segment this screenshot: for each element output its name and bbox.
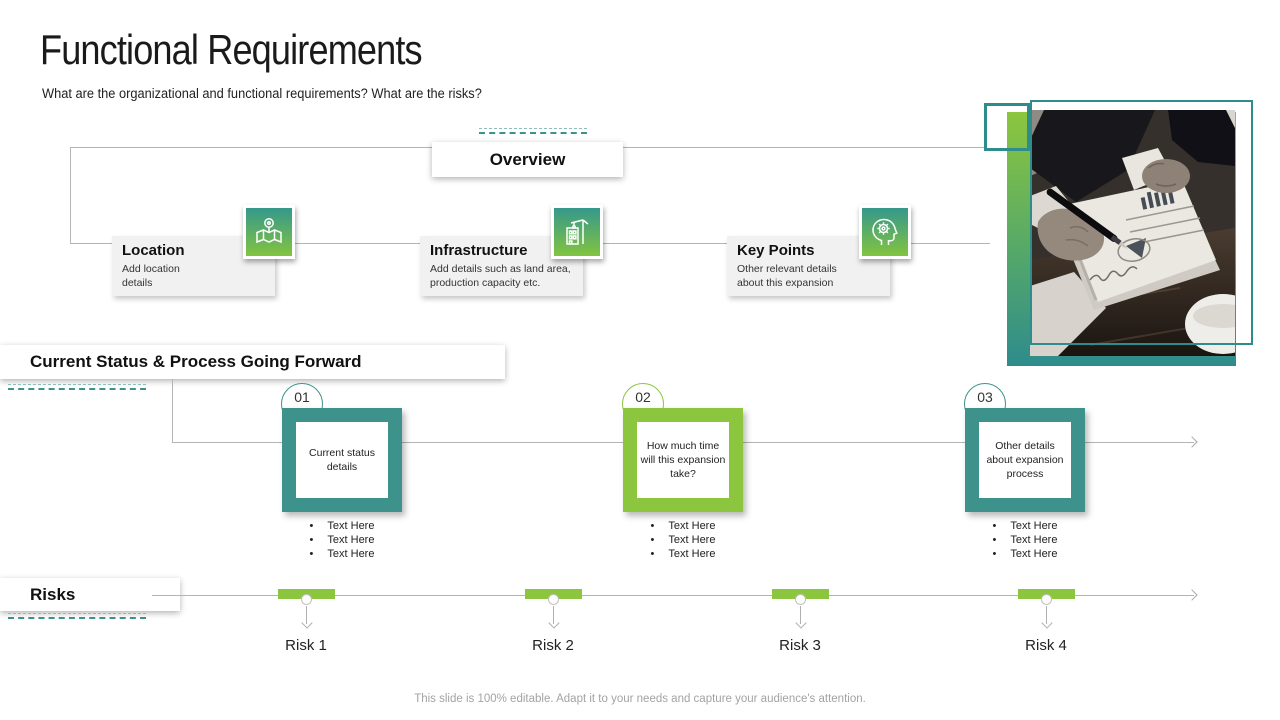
- overview-header: Overview: [432, 142, 623, 177]
- list-item: Text Here: [277, 547, 407, 561]
- process-header-label: Current Status & Process Going Forward: [30, 352, 362, 371]
- list-item: Text Here: [618, 547, 748, 561]
- head-gear-icon: [859, 205, 911, 259]
- page-title: Functional Requirements: [40, 26, 423, 73]
- risks-dash-accent: [8, 613, 146, 619]
- risk1-dot: [301, 594, 312, 605]
- risks-header-label: Risks: [30, 584, 76, 604]
- risk2-pointer-arrow-icon: [548, 617, 560, 629]
- risk3-label: Risk 3: [779, 637, 821, 654]
- risks-header: Risks: [0, 578, 180, 611]
- step1-number: 01: [294, 389, 310, 405]
- step2-box: How much time will this expansion take?: [623, 408, 743, 512]
- step3-bullets: Text Here Text Here Text Here: [960, 519, 1090, 561]
- photo-business-writing: [1030, 110, 1235, 356]
- step2-number: 02: [635, 389, 651, 405]
- step3-box: Other details about expansion process: [965, 408, 1085, 512]
- overview-dash-accent: [479, 128, 587, 134]
- list-item: Text Here: [960, 519, 1090, 533]
- risk4-label: Risk 4: [1025, 637, 1067, 654]
- card-location: Location Add location details: [112, 236, 275, 296]
- card-infrastructure-body: Add details such as land area, productio…: [430, 263, 571, 289]
- list-item: Text Here: [277, 519, 407, 533]
- risk1-pointer-arrow-icon: [301, 617, 313, 629]
- photo-outline-frame: [1030, 100, 1253, 345]
- card-key-points-title: Key Points: [737, 242, 815, 259]
- step1-text: Current status details: [296, 422, 388, 498]
- risk3-pointer-arrow-icon: [795, 617, 807, 629]
- risks-timeline: [152, 595, 1194, 596]
- step2-bullets: Text Here Text Here Text Here: [618, 519, 748, 561]
- process-drop-line: [172, 379, 173, 442]
- step3-number: 03: [977, 389, 993, 405]
- overview-left-line: [70, 147, 71, 243]
- risks-arrow-icon: [1186, 589, 1198, 601]
- list-item: Text Here: [960, 533, 1090, 547]
- card-location-body: Add location details: [122, 263, 180, 289]
- list-item: Text Here: [277, 533, 407, 547]
- step1-box: Current status details: [282, 408, 402, 512]
- step1-bullets: Text Here Text Here Text Here: [277, 519, 407, 561]
- step2-text: How much time will this expansion take?: [637, 422, 729, 498]
- building-crane-icon: [551, 205, 603, 259]
- photo-corner-square: [984, 103, 1030, 151]
- card-infrastructure-title: Infrastructure: [430, 242, 528, 259]
- process-header: Current Status & Process Going Forward: [0, 345, 505, 379]
- risk1-label: Risk 1: [285, 637, 327, 654]
- page-subtitle: What are the organizational and function…: [42, 86, 482, 101]
- list-item: Text Here: [618, 533, 748, 547]
- card-location-title: Location: [122, 242, 185, 259]
- risk2-label: Risk 2: [532, 637, 574, 654]
- map-location-icon: [243, 205, 295, 259]
- list-item: Text Here: [960, 547, 1090, 561]
- card-key-points-body: Other relevant details about this expans…: [737, 263, 837, 289]
- risk4-dot: [1041, 594, 1052, 605]
- overview-header-label: Overview: [489, 149, 566, 169]
- process-dash-accent: [8, 384, 146, 390]
- risk2-dot: [548, 594, 559, 605]
- risk2-pointer-line: [553, 606, 554, 624]
- slide-footer-note: This slide is 100% editable. Adapt it to…: [414, 693, 866, 705]
- risk4-pointer-arrow-icon: [1041, 617, 1053, 629]
- risk3-pointer-line: [800, 606, 801, 624]
- step3-text: Other details about expansion process: [979, 422, 1071, 498]
- risk3-dot: [795, 594, 806, 605]
- list-item: Text Here: [618, 519, 748, 533]
- risk1-pointer-line: [306, 606, 307, 624]
- risk4-pointer-line: [1046, 606, 1047, 624]
- process-arrow-icon: [1186, 436, 1198, 448]
